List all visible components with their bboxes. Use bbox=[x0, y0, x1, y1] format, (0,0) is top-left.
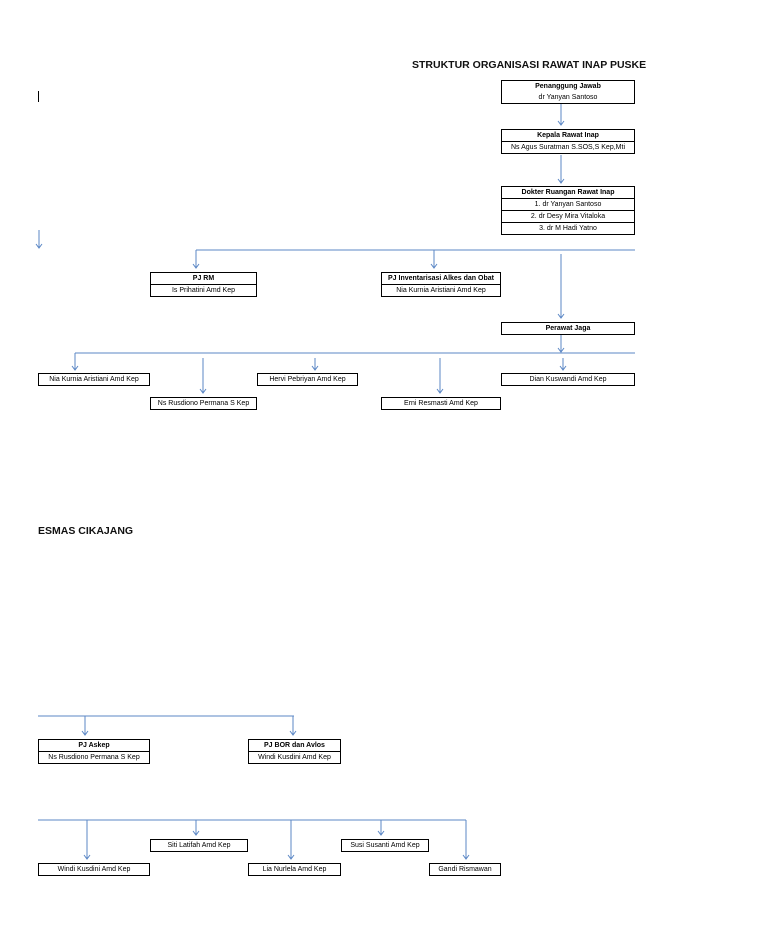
dokter-ruangan-head: Dokter Ruangan Rawat Inap bbox=[521, 189, 615, 196]
pj-askep-head: PJ Askep bbox=[78, 742, 110, 749]
pj-inventarisasi-head: PJ Inventarisasi Alkes dan Obat bbox=[388, 275, 494, 282]
perawat-lia-box: Lia Nurlela Amd Kep bbox=[248, 863, 341, 876]
perawat-nia-box: Nia Kurnia Aristiani Amd Kep bbox=[38, 373, 150, 386]
pj-bor-name: Windi Kusdini Amd Kep bbox=[249, 751, 340, 763]
perawat-rusdiono-box: Ns Rusdiono Permana S Kep bbox=[150, 397, 257, 410]
perawat-nia-name: Nia Kurnia Aristiani Amd Kep bbox=[49, 376, 139, 383]
perawat-jaga-box: Perawat Jaga bbox=[501, 322, 635, 335]
arrowhead bbox=[559, 365, 567, 371]
perawat-jaga-head: Perawat Jaga bbox=[545, 325, 591, 332]
perawat-erni-box: Erni Resmasti Amd Kep bbox=[381, 397, 501, 410]
perawat-dian-box: Dian Kuswandi Amd Kep bbox=[501, 373, 635, 386]
perawat-hervi-name: Hervi Pebriyan Amd Kep bbox=[269, 376, 346, 383]
pj-rm-head: PJ RM bbox=[192, 275, 215, 282]
arrowhead bbox=[557, 347, 565, 353]
dokter-ruangan-name-2: 2. dr Desy Mira Vitaloka bbox=[502, 210, 634, 222]
arrowhead bbox=[462, 854, 470, 860]
penanggung-jawab-box: Penanggung Jawab dr Yanyan Santoso bbox=[501, 80, 635, 104]
arrowhead bbox=[192, 830, 200, 836]
arrowhead bbox=[377, 830, 385, 836]
kepala-rawat-inap-head: Kepala Rawat Inap bbox=[537, 132, 599, 139]
perawat-erni-name: Erni Resmasti Amd Kep bbox=[404, 400, 478, 407]
page2-title: ESMAS CIKAJANG bbox=[38, 525, 134, 537]
perawat-siti-box: Siti Latifah Amd Kep bbox=[150, 839, 248, 852]
pj-bor-box: PJ BOR dan Avlos Windi Kusdini Amd Kep bbox=[248, 739, 341, 764]
penanggung-jawab-head: Penanggung Jawab bbox=[535, 83, 601, 90]
dokter-ruangan-box: Dokter Ruangan Rawat Inap 1. dr Yanyan S… bbox=[501, 186, 635, 235]
arrowhead bbox=[192, 263, 200, 269]
arrowhead bbox=[430, 263, 438, 269]
perawat-gandi-box: Gandi Rismawan bbox=[429, 863, 501, 876]
arrowhead bbox=[557, 313, 565, 319]
arrowhead bbox=[83, 854, 91, 860]
pj-rm-box: PJ RM Is Prihatini Amd Kep bbox=[150, 272, 257, 297]
pj-inventarisasi-name: Nia Kurnia Aristiani Amd Kep bbox=[382, 284, 500, 296]
pj-askep-name: Ns Rusdiono Permana S Kep bbox=[39, 751, 149, 763]
pj-bor-head: PJ BOR dan Avlos bbox=[264, 742, 325, 749]
penanggung-jawab-name: dr Yanyan Santoso bbox=[538, 94, 598, 101]
page1-title: STRUKTUR ORGANISASI RAWAT INAP PUSKE bbox=[412, 59, 647, 71]
perawat-hervi-box: Hervi Pebriyan Amd Kep bbox=[257, 373, 358, 386]
kepala-rawat-inap-box: Kepala Rawat Inap Ns Agus Suratman S.SOS… bbox=[501, 129, 635, 154]
dokter-ruangan-name-3: 3. dr M Hadi Yatno bbox=[502, 222, 634, 234]
arrowhead bbox=[311, 365, 319, 371]
perawat-windi-box: Windi Kusdini Amd Kep bbox=[38, 863, 150, 876]
pj-askep-box: PJ Askep Ns Rusdiono Permana S Kep bbox=[38, 739, 150, 764]
perawat-rusdiono-name: Ns Rusdiono Permana S Kep bbox=[157, 400, 250, 407]
arrowhead bbox=[436, 388, 444, 394]
margin-mark bbox=[38, 91, 39, 102]
pj-rm-name: Is Prihatini Amd Kep bbox=[151, 284, 256, 296]
perawat-lia-name: Lia Nurlela Amd Kep bbox=[262, 866, 327, 873]
arrowhead bbox=[287, 854, 295, 860]
arrowhead bbox=[199, 388, 207, 394]
kepala-rawat-inap-name: Ns Agus Suratman S.SOS,S Kep,Mti bbox=[502, 141, 634, 153]
arrowhead bbox=[557, 178, 565, 184]
perawat-siti-name: Siti Latifah Amd Kep bbox=[167, 842, 231, 849]
perawat-susi-box: Susi Susanti Amd Kep bbox=[341, 839, 429, 852]
dokter-ruangan-name-1: 1. dr Yanyan Santoso bbox=[502, 198, 634, 210]
arrowhead bbox=[81, 730, 89, 736]
arrowhead bbox=[289, 730, 297, 736]
arrowhead bbox=[557, 120, 565, 126]
perawat-dian-name: Dian Kuswandi Amd Kep bbox=[529, 376, 607, 383]
perawat-gandi-name: Gandi Rismawan bbox=[438, 866, 492, 873]
perawat-susi-name: Susi Susanti Amd Kep bbox=[350, 842, 420, 849]
arrowhead bbox=[35, 243, 43, 249]
pj-inventarisasi-box: PJ Inventarisasi Alkes dan Obat Nia Kurn… bbox=[381, 272, 501, 297]
perawat-windi-name: Windi Kusdini Amd Kep bbox=[57, 866, 131, 873]
arrowhead bbox=[71, 365, 79, 371]
